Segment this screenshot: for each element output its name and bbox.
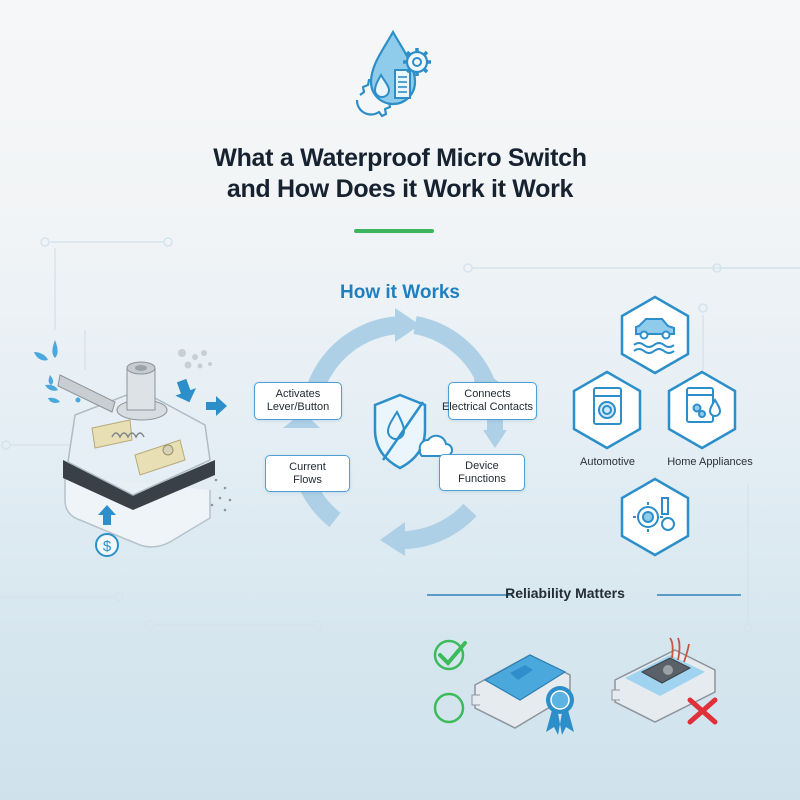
reliability-rule-left bbox=[427, 594, 512, 596]
application-label-home-appliances: Home Appliances bbox=[667, 456, 753, 468]
car-water-icon bbox=[633, 318, 675, 354]
step-label: Functions bbox=[458, 472, 506, 485]
pressure-arrow-down-icon bbox=[175, 378, 197, 403]
title-line-1: What a Waterproof Micro Switch bbox=[213, 144, 587, 172]
application-label-automotive: Automotive bbox=[579, 456, 636, 468]
water-drop-gear-document-icon bbox=[355, 29, 431, 118]
step-label: Device bbox=[465, 459, 499, 472]
step-label: Current bbox=[289, 460, 326, 473]
how-it-works-title: How it Works bbox=[340, 282, 460, 303]
step-label: Activates bbox=[275, 388, 321, 400]
page-title: What a Waterproof Micro Switch and How D… bbox=[0, 143, 800, 205]
empty-circle-icon bbox=[433, 692, 465, 724]
step-label: Lever/Button bbox=[266, 401, 330, 413]
red-x-icon bbox=[687, 697, 718, 725]
dollar-cost-icon: $ bbox=[95, 533, 119, 557]
title-accent-rule bbox=[354, 229, 434, 233]
water-splash-icon bbox=[34, 340, 81, 403]
process-cycle-arrows bbox=[283, 308, 507, 556]
up-arrow-icon bbox=[98, 505, 116, 525]
shield-water-cloud-icon bbox=[373, 393, 453, 470]
waterproof-micro-switch-cutaway: $ bbox=[34, 340, 232, 557]
industrial-gear-factory-icon bbox=[633, 497, 675, 532]
step-label: Electrical Contacts bbox=[441, 401, 534, 413]
svg-text:$: $ bbox=[103, 538, 112, 555]
dishwasher-icon bbox=[686, 387, 722, 423]
step-label: Connects bbox=[464, 388, 511, 400]
open-switch-wires-icon bbox=[611, 637, 716, 723]
applications-hexagons bbox=[572, 295, 737, 557]
step-label: Flows bbox=[293, 473, 322, 486]
output-arrow-right-icon bbox=[206, 396, 227, 416]
sealed-switch-award-icon bbox=[471, 654, 574, 735]
reliability-title: Reliability Matters bbox=[505, 585, 625, 601]
title-line-2: and How Does it Work it Work bbox=[226, 175, 574, 203]
reliability-rule-right bbox=[657, 594, 741, 596]
reliability-comparison bbox=[433, 637, 718, 735]
check-circle-icon bbox=[433, 639, 467, 671]
washing-machine-icon bbox=[593, 387, 622, 425]
